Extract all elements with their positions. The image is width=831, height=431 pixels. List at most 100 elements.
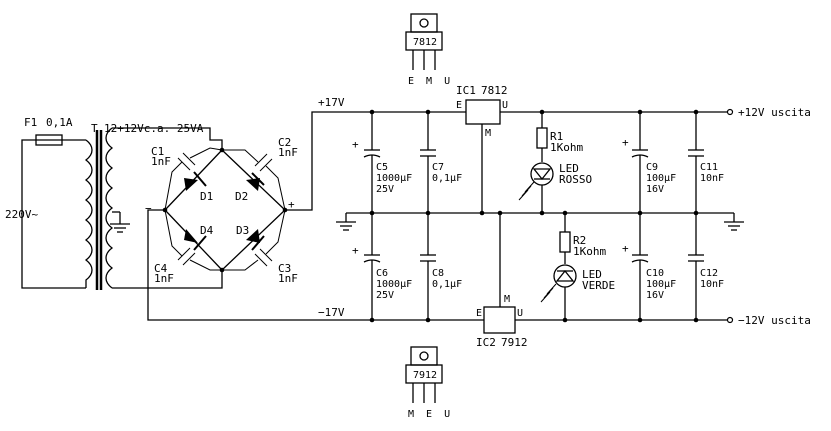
c6-v1: 1000µF	[376, 279, 412, 290]
bridge-minus: −	[145, 202, 152, 215]
ic2-pin-u: U	[517, 308, 523, 319]
c9-pol: +	[622, 136, 629, 149]
c5-v2: 25V	[376, 184, 394, 195]
capacitor-c1: C1 1nF	[151, 145, 223, 211]
resistor-r1: R1 1Kohm	[536, 112, 583, 162]
r2-value: 1Kohm	[573, 245, 606, 258]
capacitor-c3: C3 1nF	[222, 209, 298, 285]
ic2-pin-m: M	[504, 294, 510, 305]
mains-label: 220V~	[5, 208, 38, 221]
capacitor-c6: + C6 1000µF 25V	[352, 213, 412, 320]
regulator-ic2: M E U IC2 7912	[476, 213, 528, 349]
bridge-plus: +	[288, 198, 295, 211]
c11-name: C11	[700, 162, 718, 173]
ground-symbol-left	[336, 213, 356, 231]
diode-d3-label: D3	[236, 224, 249, 237]
c1-name: C1	[151, 145, 164, 158]
package-7912: 7912 M E U	[405, 346, 450, 420]
diode-d4-label: D4	[200, 224, 214, 237]
fuse-f1: F1 0,1A	[24, 116, 73, 146]
c2-name: C2	[278, 136, 291, 149]
led1-color: ROSSO	[559, 173, 592, 186]
c8-v1: 0,1µF	[432, 279, 462, 290]
output-pos-label: +12V uscita	[738, 106, 811, 119]
capacitor-c4: C4 1nF	[154, 209, 222, 285]
diode-d3: D3	[236, 224, 265, 251]
diode-d2: D2	[235, 172, 265, 203]
ic1-part: 7812	[481, 84, 508, 97]
ic2-pin-e: E	[476, 308, 482, 319]
led-rosso: LED ROSSO	[518, 162, 592, 213]
c2-value: 1nF	[278, 146, 298, 159]
c10-v2: 16V	[646, 290, 664, 301]
resistor-r2: R2 1Kohm	[559, 213, 606, 264]
c4-value: 1nF	[154, 272, 174, 285]
rail-neg-label: −17V	[318, 306, 345, 319]
c3-value: 1nF	[278, 272, 298, 285]
transformer-name: T	[91, 122, 98, 135]
c3-name: C3	[278, 262, 291, 275]
package-bottom-pins: M E U	[408, 409, 450, 420]
capacitor-c8: C8 0,1µF	[420, 213, 462, 320]
led1-name: LED	[559, 162, 579, 175]
capacitor-c7: C7 0,1µF	[420, 112, 462, 213]
rail-pos-label: +17V	[318, 96, 345, 109]
regulator-ic1: IC1 7812 E U M	[456, 84, 508, 213]
c10-pol: +	[622, 242, 629, 255]
output-positive: +12V uscita	[726, 106, 811, 119]
fuse-name: F1	[24, 116, 37, 129]
diode-d2-label: D2	[235, 190, 248, 203]
capacitor-c10: + C10 100µF 16V	[622, 213, 676, 320]
c9-v2: 16V	[646, 184, 664, 195]
ic1-name: IC1	[456, 84, 476, 97]
c10-name: C10	[646, 268, 664, 279]
ic2-name: IC2	[476, 336, 496, 349]
mains-input: 220V~	[5, 139, 86, 289]
c5-v1: 1000µF	[376, 173, 412, 184]
diode-d1: D1	[184, 171, 213, 203]
c1-value: 1nF	[151, 155, 171, 168]
r1-name: R1	[550, 130, 563, 143]
r2-name: R2	[573, 234, 586, 247]
capacitor-c11: C11 10nF	[688, 112, 724, 213]
c7-name: C7	[432, 162, 444, 173]
led-verde: LED VERDE	[540, 264, 615, 320]
r1-value: 1Kohm	[550, 141, 583, 154]
capacitor-c9: + C9 100µF 16V	[622, 112, 676, 213]
ic1-pin-u: U	[502, 100, 508, 111]
package-bottom-marking: 7912	[413, 370, 437, 381]
c11-v1: 10nF	[700, 173, 724, 184]
led2-color: VERDE	[582, 279, 615, 292]
capacitor-c5: + C5 1000µF 25V	[352, 112, 412, 213]
fuse-rating: 0,1A	[46, 116, 73, 129]
c5-pol: +	[352, 138, 359, 151]
output-negative: −12V uscita	[726, 314, 811, 327]
capacitor-c2: C2 1nF	[222, 136, 298, 211]
c6-v2: 25V	[376, 290, 394, 301]
c9-v1: 100µF	[646, 173, 676, 184]
ic1-pin-e: E	[456, 100, 462, 111]
c12-v1: 10nF	[700, 279, 724, 290]
c9-name: C9	[646, 162, 658, 173]
bridge-rectifier: D1 D2 D3 D4 C1 1nF	[145, 136, 298, 285]
c10-v1: 100µF	[646, 279, 676, 290]
output-neg-label: −12V uscita	[738, 314, 811, 327]
led2-name: LED	[582, 268, 602, 281]
c6-pol: +	[352, 244, 359, 257]
c5-name: C5	[376, 162, 388, 173]
c7-v1: 0,1µF	[432, 173, 462, 184]
transformer: T 12+12Vc.a. 25VA	[84, 122, 204, 290]
c6-name: C6	[376, 268, 388, 279]
ic1-pin-m: M	[485, 128, 491, 139]
package-7812: 7812 E M U	[405, 13, 450, 87]
package-top-pins: E M U	[408, 76, 450, 87]
package-top-marking: 7812	[413, 37, 437, 48]
c4-name: C4	[154, 262, 168, 275]
c12-name: C12	[700, 268, 718, 279]
diode-d1-label: D1	[200, 190, 213, 203]
capacitor-c12: C12 10nF	[688, 213, 724, 320]
ic2-part: 7912	[501, 336, 528, 349]
diode-d4: D4	[184, 224, 214, 251]
ground-symbol-right	[724, 213, 744, 231]
